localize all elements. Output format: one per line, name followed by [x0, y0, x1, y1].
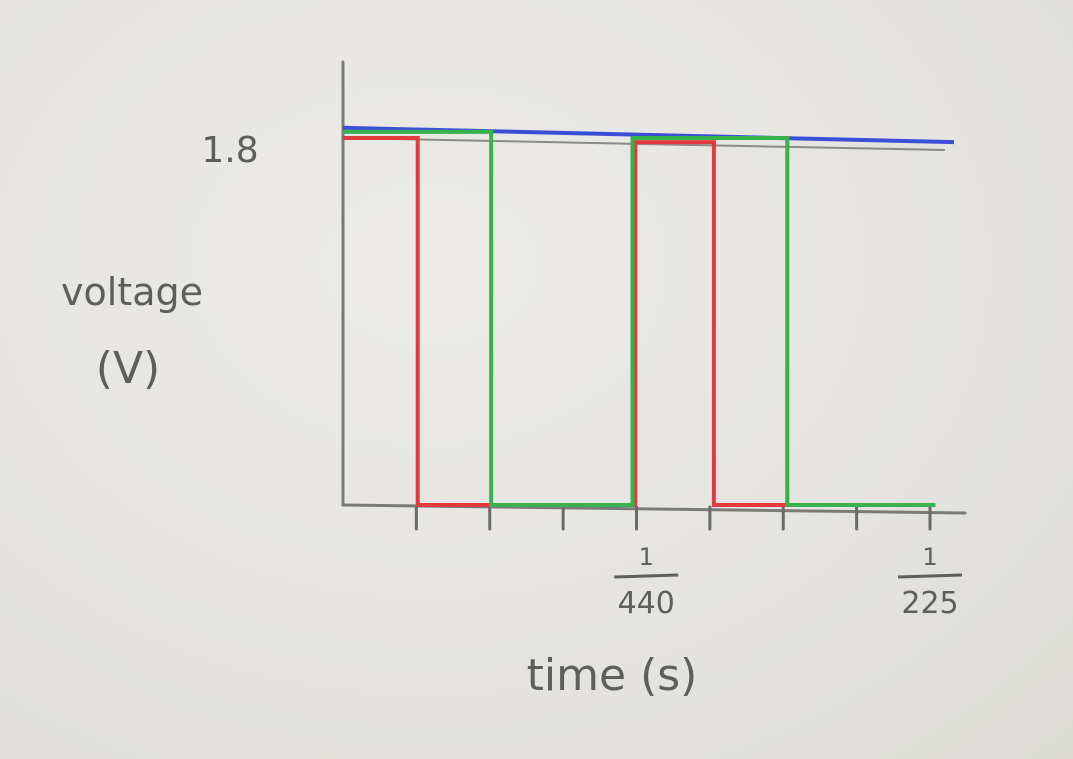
x-axis-label: time (s)	[527, 650, 698, 701]
series-line-2	[343, 136, 936, 507]
x-tick-label-440: 1 440	[614, 543, 679, 621]
y-tick-label: 1.8	[201, 130, 258, 171]
labels-group: 1.8 voltage (V) time (s)	[61, 130, 697, 701]
x-tick-label-numerator: 1	[922, 543, 937, 571]
y-axis-label-line2: (V)	[96, 343, 160, 394]
x-tick-label-denominator: 225	[901, 586, 958, 621]
x-tick-label-225: 1 225	[897, 543, 963, 621]
series-line-3	[343, 129, 936, 507]
y-axis-label-line1: voltage	[61, 270, 203, 314]
x-tick-label-numerator: 1	[639, 543, 654, 571]
fraction-bar	[614, 573, 679, 579]
x-tick-label-denominator: 440	[618, 586, 675, 621]
x-ticks: 1 440 1 225	[414, 505, 963, 621]
series-group	[342, 125, 955, 507]
fraction-bar	[897, 573, 963, 579]
